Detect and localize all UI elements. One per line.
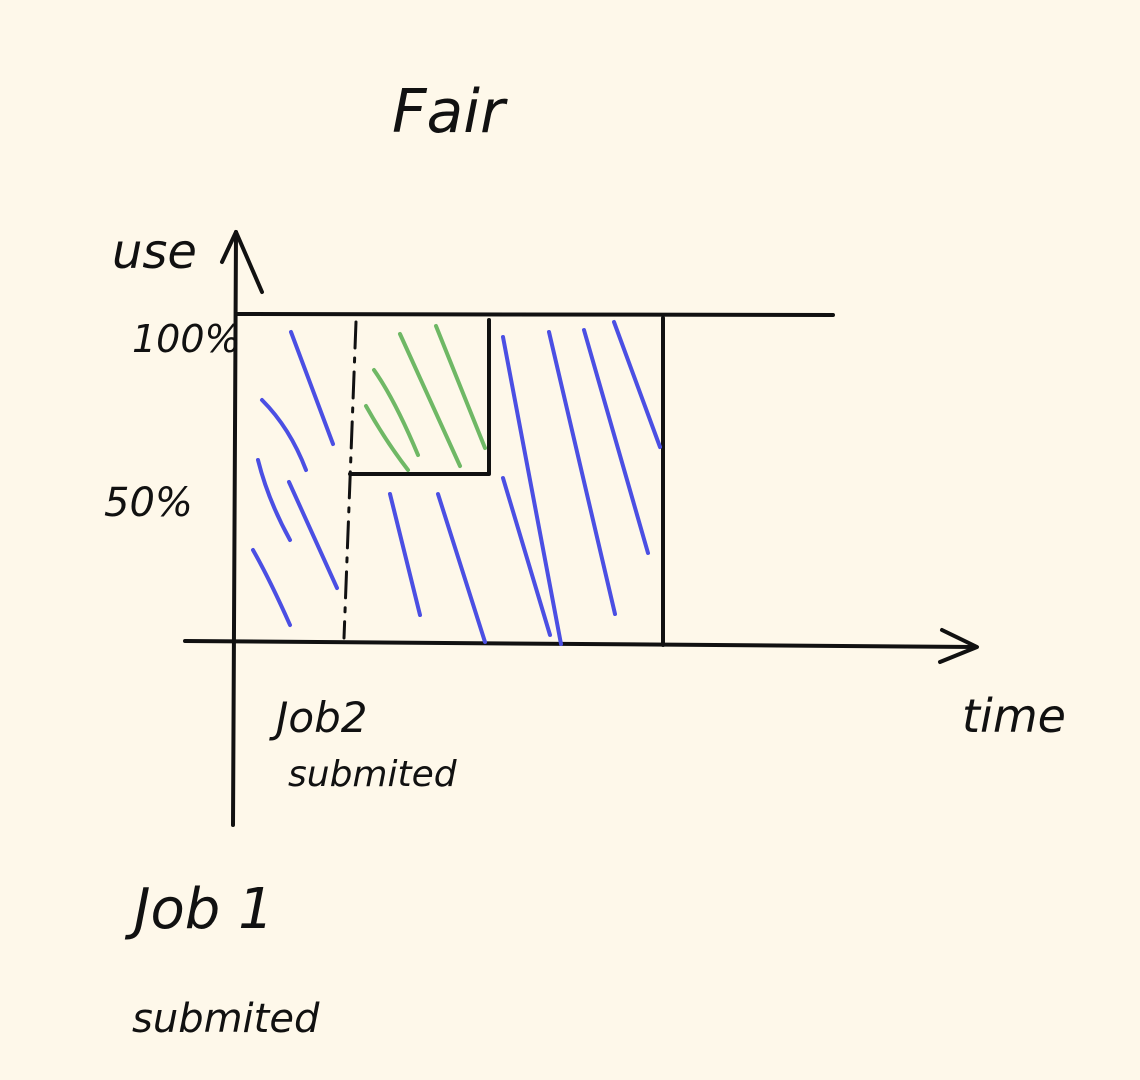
x-axis-line bbox=[183, 639, 977, 649]
job1-label: Job 1 bbox=[124, 877, 274, 942]
y-axis-line bbox=[231, 230, 238, 827]
job2-submit-marker bbox=[342, 320, 358, 640]
job1-submitted-label: submited bbox=[132, 996, 320, 1042]
x-axis-arrowhead bbox=[938, 628, 979, 664]
job2-label: Job2 bbox=[269, 693, 367, 742]
y-axis-arrowhead bbox=[220, 230, 264, 294]
y-tick-100-label: 100% bbox=[132, 317, 241, 361]
x-axis-label: time bbox=[962, 689, 1066, 743]
job2-submitted-label: submited bbox=[288, 754, 458, 795]
capacity-100-line bbox=[234, 312, 835, 317]
y-tick-50-label: 50% bbox=[104, 480, 193, 526]
y-axis-label: use bbox=[112, 224, 197, 280]
job2-region-boundary bbox=[348, 318, 491, 476]
diagram-title: Fair bbox=[392, 77, 508, 147]
job1-usage-hatch bbox=[251, 320, 662, 646]
job2-usage-hatch bbox=[364, 324, 487, 472]
